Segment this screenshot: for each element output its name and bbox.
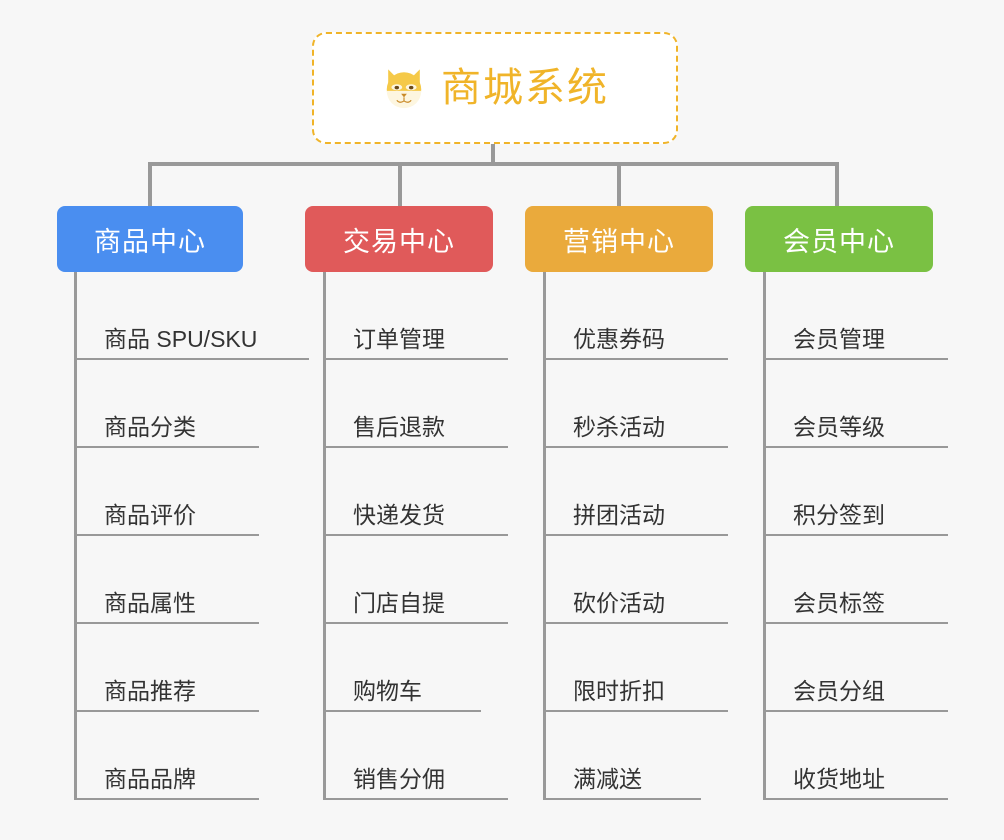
leaf-item[interactable]: 收货地址 — [763, 712, 948, 800]
leaf-item-underline — [323, 622, 508, 624]
leaf-item-label: 快递发货 — [353, 502, 445, 528]
leaf-item[interactable]: 拼团活动 — [543, 448, 728, 536]
root-title: 商城系统 — [441, 66, 609, 110]
root-stem-line — [491, 144, 495, 166]
leaf-item-label: 订单管理 — [353, 326, 445, 352]
leaf-item[interactable]: 快递发货 — [323, 448, 508, 536]
leaf-column-4: 会员管理会员等级积分签到会员标签会员分组收货地址 — [763, 272, 1004, 800]
leaf-item-underline — [74, 534, 259, 536]
leaf-item-underline — [543, 534, 728, 536]
leaf-item-underline — [74, 622, 259, 624]
branch-drop-line-2 — [398, 162, 402, 206]
category-box-3[interactable]: 营销中心 — [525, 206, 713, 272]
leaf-item-underline — [74, 358, 309, 360]
leaf-item-underline — [543, 710, 728, 712]
leaf-item-underline — [323, 358, 508, 360]
leaf-item[interactable]: 商品评价 — [74, 448, 259, 536]
leaf-spine-line — [763, 272, 766, 800]
leaf-item[interactable]: 商品 SPU/SKU — [74, 272, 309, 360]
leaf-item-underline — [323, 798, 508, 800]
leaf-item-label: 门店自提 — [353, 590, 445, 616]
branch-drop-line-1 — [148, 162, 152, 206]
leaf-item-label: 商品品牌 — [104, 766, 196, 792]
leaf-column-2: 订单管理售后退款快递发货门店自提购物车销售分佣 — [323, 272, 583, 800]
leaf-spine-line — [74, 272, 77, 800]
leaf-item[interactable]: 售后退款 — [323, 360, 508, 448]
leaf-item-underline — [763, 446, 948, 448]
leaf-item-underline — [543, 798, 701, 800]
leaf-item-label: 秒杀活动 — [573, 414, 665, 440]
leaf-item-label: 会员等级 — [793, 414, 885, 440]
leaf-item[interactable]: 优惠券码 — [543, 272, 728, 360]
leaf-item-label: 满减送 — [573, 766, 642, 792]
leaf-item-label: 砍价活动 — [573, 590, 665, 616]
leaf-item-label: 售后退款 — [353, 414, 445, 440]
leaf-item-underline — [763, 798, 948, 800]
leaf-item[interactable]: 限时折扣 — [543, 624, 728, 712]
category-label: 商品中心 — [94, 226, 206, 257]
leaf-item-label: 会员标签 — [793, 590, 885, 616]
leaf-item[interactable]: 会员分组 — [763, 624, 948, 712]
leaf-item[interactable]: 销售分佣 — [323, 712, 508, 800]
leaf-item-label: 限时折扣 — [573, 678, 665, 704]
leaf-item-underline — [543, 446, 728, 448]
leaf-item-label: 商品评价 — [104, 502, 196, 528]
leaf-item-label: 商品分类 — [104, 414, 196, 440]
shiba-dog-icon — [386, 69, 422, 109]
leaf-item[interactable]: 购物车 — [323, 624, 481, 712]
leaf-item-underline — [543, 622, 728, 624]
leaf-item-label: 购物车 — [353, 678, 422, 704]
leaf-item[interactable]: 砍价活动 — [543, 536, 728, 624]
leaf-item[interactable]: 秒杀活动 — [543, 360, 728, 448]
leaf-item[interactable]: 会员等级 — [763, 360, 948, 448]
leaf-item-underline — [763, 534, 948, 536]
leaf-item-underline — [323, 534, 508, 536]
leaf-column-1: 商品 SPU/SKU 商品分类商品评价商品属性商品推荐商品品牌 — [74, 272, 334, 800]
root-node[interactable]: 商城系统 — [312, 32, 678, 144]
leaf-item[interactable]: 门店自提 — [323, 536, 508, 624]
category-label: 交易中心 — [343, 226, 455, 257]
leaf-item-label: 销售分佣 — [353, 766, 445, 792]
leaf-item-underline — [543, 358, 728, 360]
category-box-4[interactable]: 会员中心 — [745, 206, 933, 272]
leaf-item-label: 拼团活动 — [573, 502, 665, 528]
leaf-spine-line — [323, 272, 326, 800]
leaf-item[interactable]: 订单管理 — [323, 272, 508, 360]
leaf-item-underline — [74, 446, 259, 448]
leaf-item-underline — [763, 710, 948, 712]
leaf-item[interactable]: 商品分类 — [74, 360, 259, 448]
leaf-item[interactable]: 满减送 — [543, 712, 701, 800]
leaf-spine-line — [543, 272, 546, 800]
leaf-item[interactable]: 会员管理 — [763, 272, 948, 360]
leaf-item-label: 优惠券码 — [573, 326, 665, 352]
leaf-item[interactable]: 商品属性 — [74, 536, 259, 624]
leaf-item-label: 收货地址 — [793, 766, 885, 792]
leaf-item-underline — [323, 446, 508, 448]
leaf-item[interactable]: 会员标签 — [763, 536, 948, 624]
leaf-item-label: 商品 SPU/SKU — [104, 326, 258, 352]
leaf-item-underline — [763, 358, 948, 360]
leaf-item[interactable]: 积分签到 — [763, 448, 948, 536]
branch-drop-line-3 — [617, 162, 621, 206]
leaf-item-underline — [323, 710, 481, 712]
leaf-item-label: 积分签到 — [793, 502, 885, 528]
branch-drop-line-4 — [835, 162, 839, 206]
category-box-2[interactable]: 交易中心 — [305, 206, 493, 272]
leaf-item-underline — [763, 622, 948, 624]
category-label: 会员中心 — [783, 226, 895, 257]
category-label: 营销中心 — [563, 226, 675, 257]
leaf-item-label: 会员分组 — [793, 678, 885, 704]
leaf-item[interactable]: 商品品牌 — [74, 712, 259, 800]
leaf-item-underline — [74, 798, 259, 800]
leaf-item-underline — [74, 710, 259, 712]
branch-bus-line — [148, 162, 839, 166]
leaf-item-label: 会员管理 — [793, 326, 885, 352]
leaf-item-label: 商品推荐 — [104, 678, 196, 704]
leaf-item-label: 商品属性 — [104, 590, 196, 616]
leaf-column-3: 优惠券码秒杀活动拼团活动砍价活动限时折扣满减送 — [543, 272, 803, 800]
leaf-item[interactable]: 商品推荐 — [74, 624, 259, 712]
category-box-1[interactable]: 商品中心 — [57, 206, 243, 272]
